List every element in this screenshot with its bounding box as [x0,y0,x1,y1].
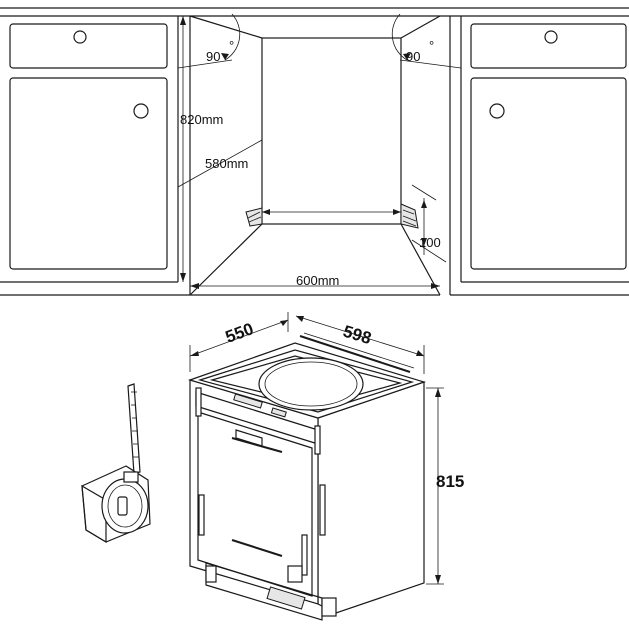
left-door-front [9,77,168,270]
left-cabinet [0,16,191,296]
floor-recess-right [400,203,419,229]
degree-mark-right: ° [429,38,434,53]
lower-bar [231,539,283,557]
foot-mid [287,565,303,583]
left-drawer-knob [73,30,87,44]
appliance-side-panel [317,381,425,614]
angle-arc-left [224,13,241,61]
appliance-height-label: 815 [436,472,464,491]
tape-lock-button [117,496,128,516]
back-vents [299,332,415,373]
door-inner [197,411,313,597]
niche-height-label: 820mm [180,112,223,127]
bracket-left-top [195,387,202,417]
arrow-head [262,209,270,215]
spray-arm-basket [258,357,364,411]
base-vent [266,586,306,610]
right-cabinet [449,16,629,296]
left-drawer-front [9,23,168,69]
right-drawer-front [470,23,627,69]
width-dim-line [295,315,425,357]
tape-mouth [123,471,139,483]
appliance-width-label: 598 [341,322,374,348]
right-drawer-knob [544,30,558,44]
left-door-knob [133,103,149,119]
niche-depth-label: 580mm [205,156,248,171]
appliance-depth-label: 550 [223,319,256,347]
arrow-head [393,209,401,215]
floor-recess-left [245,207,263,227]
right-door-knob [489,103,505,119]
cabinet-niche-drawing: 90 ° 90 ° 820mm 580mm 600mm 100 [0,7,629,296]
dishwasher-drawing: 550 598 815 [188,312,464,621]
angle-right-label: 90 [406,49,420,64]
bracket-left-mid [198,494,205,536]
angle-left-label: 90 [206,49,220,64]
tape-measure-icon [81,383,151,544]
bracket-right-mid [301,534,308,576]
handle-bar [231,437,283,453]
bracket-right-top [314,425,321,455]
niche-gap-label: 100 [419,235,441,250]
foot-right [321,597,337,617]
depth-dim-line [189,319,289,357]
niche-width-label: 600mm [296,273,339,288]
niche-back-wall [189,15,441,296]
control-slot [233,393,263,409]
side-bracket [319,484,326,536]
degree-mark-left: ° [229,38,234,53]
depth-dim-line [177,139,263,188]
angle-arc-right [391,13,408,61]
tape-strip [127,383,141,475]
foot-left [205,565,217,583]
right-door-front [470,77,627,270]
